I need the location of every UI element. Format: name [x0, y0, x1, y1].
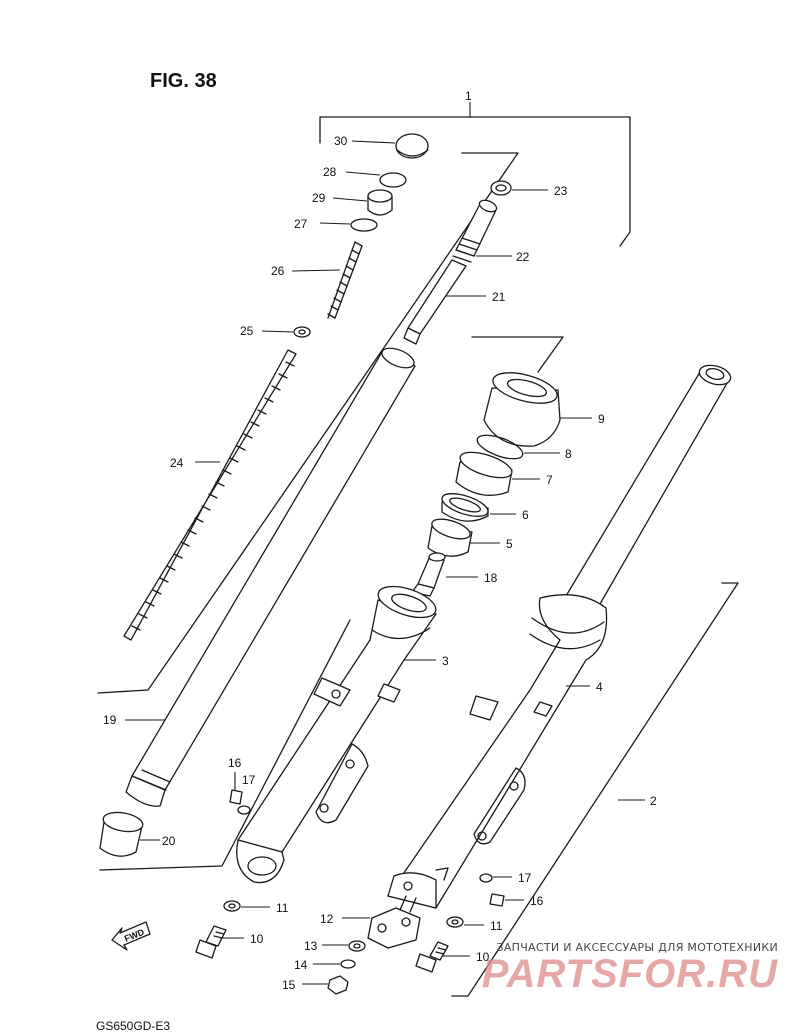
part-label-30: 30	[334, 134, 348, 148]
watermark-logo: PARTSFOR.RU	[481, 952, 778, 996]
bolt-16-right	[489, 893, 524, 907]
part-label-7: 7	[546, 473, 553, 487]
figure-code: GS650GD-E3	[96, 1019, 170, 1033]
washer-25	[261, 326, 311, 338]
outer-tube-3	[236, 585, 437, 884]
assembly-bracket-1	[319, 102, 631, 247]
part-label-11-right: 11	[490, 919, 503, 933]
washer-13	[322, 940, 366, 952]
assembly-bracket-3	[99, 336, 564, 871]
part-label-2: 2	[650, 794, 657, 808]
part-label-17-left: 17	[242, 773, 256, 787]
part-label-8: 8	[565, 447, 572, 461]
washer-11-left	[223, 900, 270, 912]
part-label-10-right: 10	[476, 950, 490, 964]
ring-23	[490, 180, 548, 196]
part-label-18: 18	[484, 571, 498, 585]
part-label-15: 15	[282, 978, 296, 992]
spring-washer-14	[313, 959, 356, 969]
part-label-28: 28	[323, 165, 337, 179]
part-label-11-left: 11	[276, 901, 289, 915]
washer-11-right	[446, 916, 484, 928]
ring-27	[319, 218, 378, 232]
bushing-5	[427, 518, 500, 557]
part-label-16-right: 16	[530, 894, 544, 908]
dust-seal-9	[483, 372, 592, 447]
watermark: ЗАПЧАСТИ И АКСЕССУАРЫ ДЛЯ МОТОТЕХНИКИ PA…	[482, 941, 778, 994]
axle-holder-12	[342, 895, 421, 949]
oil-lock-piece-18	[411, 552, 478, 597]
bolt-16-left	[229, 772, 251, 815]
figure-title: FIG. 38	[150, 70, 217, 92]
watermark-tagline: ЗАПЧАСТИ И АКСЕССУАРЫ ДЛЯ МОТОТЕХНИКИ	[496, 941, 778, 954]
inner-tube-19	[125, 347, 416, 807]
part-label-21: 21	[492, 290, 506, 304]
oil-seal-7	[455, 451, 540, 496]
part-label-24: 24	[170, 456, 184, 470]
damper-rod-21	[403, 199, 512, 345]
part-label-9: 9	[598, 412, 605, 426]
ring-28	[345, 171, 407, 188]
part-label-13: 13	[304, 939, 318, 953]
part-label-19: 19	[103, 713, 117, 727]
part-label-22: 22	[516, 250, 530, 264]
part-label-10-left: 10	[250, 932, 264, 946]
spring-24	[123, 349, 297, 641]
part-label-5: 5	[506, 537, 513, 551]
collar-29	[332, 189, 393, 216]
assembly-bracket-2	[451, 582, 739, 997]
bushing-20	[99, 811, 160, 857]
part-label-12: 12	[320, 912, 334, 926]
clip-8	[476, 434, 560, 460]
assembly-bracket-19	[97, 152, 519, 721]
part-label-16-left: 16	[228, 756, 242, 770]
part-label-3: 3	[442, 654, 449, 668]
part-label-29: 29	[312, 191, 326, 205]
fork-assembly-4	[387, 364, 732, 909]
part-label-25: 25	[240, 324, 254, 338]
part-label-17-right: 17	[518, 871, 532, 885]
cap-30	[351, 133, 429, 159]
part-label-4: 4	[596, 680, 603, 694]
forward-arrow-icon: FWD	[111, 921, 151, 951]
washer-17-right	[479, 873, 512, 883]
part-label-1: 1	[465, 89, 472, 103]
washer-6	[441, 493, 516, 522]
spring-26	[291, 241, 363, 319]
part-label-14: 14	[294, 958, 308, 972]
part-label-6: 6	[522, 508, 529, 522]
part-label-23: 23	[554, 184, 568, 198]
part-label-26: 26	[271, 264, 285, 278]
nut-15	[302, 975, 349, 995]
bolt-10-left	[195, 925, 244, 959]
part-label-27: 27	[294, 217, 308, 231]
bolt-10-right	[415, 941, 470, 973]
part-label-20: 20	[162, 834, 176, 848]
